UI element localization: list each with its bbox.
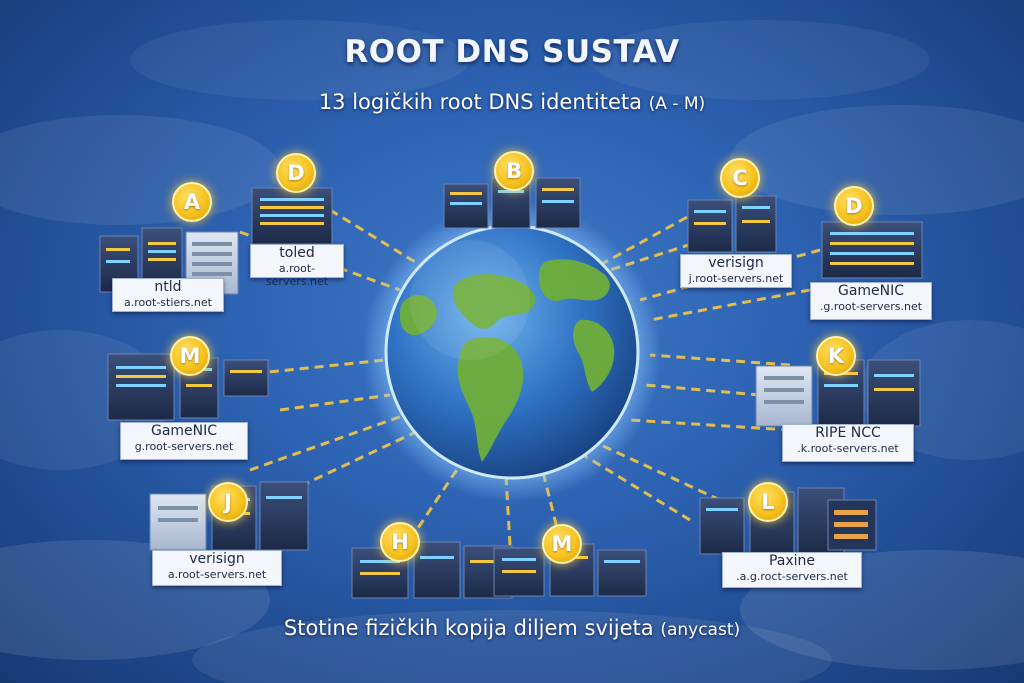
node-badge-j: J bbox=[208, 482, 248, 522]
subtitle-note: (A - M) bbox=[648, 94, 706, 114]
server-hostname: .g.root-servers.net bbox=[819, 300, 923, 313]
connector-k-2 bbox=[644, 383, 761, 397]
operator-name: GameNIC bbox=[150, 423, 218, 439]
server-hostname: g.root-servers.net bbox=[134, 440, 234, 453]
server-hostname: a.root-servers.net bbox=[167, 568, 267, 581]
operator-name: GameNIC bbox=[837, 283, 905, 299]
connector-gamenic-right bbox=[649, 288, 811, 322]
operator-name: Paxine bbox=[768, 553, 816, 569]
connector-m-left bbox=[239, 358, 386, 377]
node-badge-m-bottom: M bbox=[542, 524, 582, 564]
server-rack-icon bbox=[251, 187, 333, 245]
server-rack-icon bbox=[351, 541, 513, 599]
server-hostname: a.root-servers.net bbox=[265, 262, 329, 288]
connector-l bbox=[589, 438, 721, 502]
connector-a bbox=[239, 230, 401, 292]
server-rack-icon bbox=[821, 221, 923, 279]
node-badge-k: K bbox=[816, 336, 856, 376]
server-rack-icon bbox=[493, 543, 647, 597]
server-hostname: .a.g.roct-servers.net bbox=[736, 570, 848, 583]
server-rack-icon bbox=[443, 177, 581, 229]
operator-name: RIPE NCC bbox=[815, 425, 881, 441]
node-label-k: RIPE NCC .k.root-servers.net bbox=[782, 424, 914, 462]
server-rack-icon bbox=[687, 195, 777, 253]
footer-caption: Stotine fizičkih kopija diljem svijeta (… bbox=[0, 616, 1024, 640]
node-badge-l: L bbox=[748, 482, 788, 522]
node-badge-m-left: M bbox=[170, 336, 210, 376]
server-hostname: a.root-stiers.net bbox=[124, 296, 212, 309]
node-label-a: ntld a.root-stiers.net bbox=[112, 278, 224, 312]
operator-name: ntld bbox=[154, 279, 182, 295]
node-label-m-left: GameNIC g.root-servers.net bbox=[120, 422, 248, 460]
node-badge-d-right: D bbox=[834, 186, 874, 226]
server-hostname: j.root-servers.net bbox=[688, 272, 784, 285]
node-badge-h: H bbox=[380, 522, 420, 562]
node-label-j: verisign a.root-servers.net bbox=[152, 550, 282, 586]
node-badge-b: B bbox=[494, 151, 534, 191]
operator-name: toled bbox=[279, 245, 315, 261]
operator-name: verisign bbox=[189, 551, 245, 567]
node-label-d-right: GameNIC .g.root-servers.net bbox=[810, 282, 932, 320]
node-badge-a: A bbox=[172, 182, 212, 222]
node-badge-d-top: D bbox=[276, 153, 316, 193]
node-label-d-top: toled a.root-servers.net bbox=[250, 244, 344, 288]
server-rack-icon bbox=[149, 481, 309, 551]
connector-ripe bbox=[629, 418, 791, 432]
footer-text: Stotine fizičkih kopija diljem svijeta bbox=[283, 616, 654, 640]
node-label-c: verisign j.root-servers.net bbox=[680, 254, 792, 288]
server-hostname: .k.root-servers.net bbox=[797, 442, 899, 455]
node-label-l: Paxine .a.g.roct-servers.net bbox=[722, 552, 862, 588]
connector-d-top bbox=[329, 208, 421, 267]
page-title: ROOT DNS SUSTAV bbox=[344, 34, 680, 70]
node-badge-c: C bbox=[720, 158, 760, 198]
server-racks bbox=[99, 177, 923, 599]
operator-name: verisign bbox=[708, 255, 764, 271]
subtitle-text: 13 logičkih root DNS identiteta bbox=[318, 90, 642, 114]
globe-icon bbox=[362, 202, 662, 502]
page-subtitle: 13 logičkih root DNS identiteta (A - M) bbox=[0, 90, 1024, 114]
connector-j-2 bbox=[249, 413, 406, 472]
footer-note: (anycast) bbox=[660, 620, 741, 640]
connector-k bbox=[649, 353, 791, 367]
server-rack-icon bbox=[699, 487, 877, 555]
